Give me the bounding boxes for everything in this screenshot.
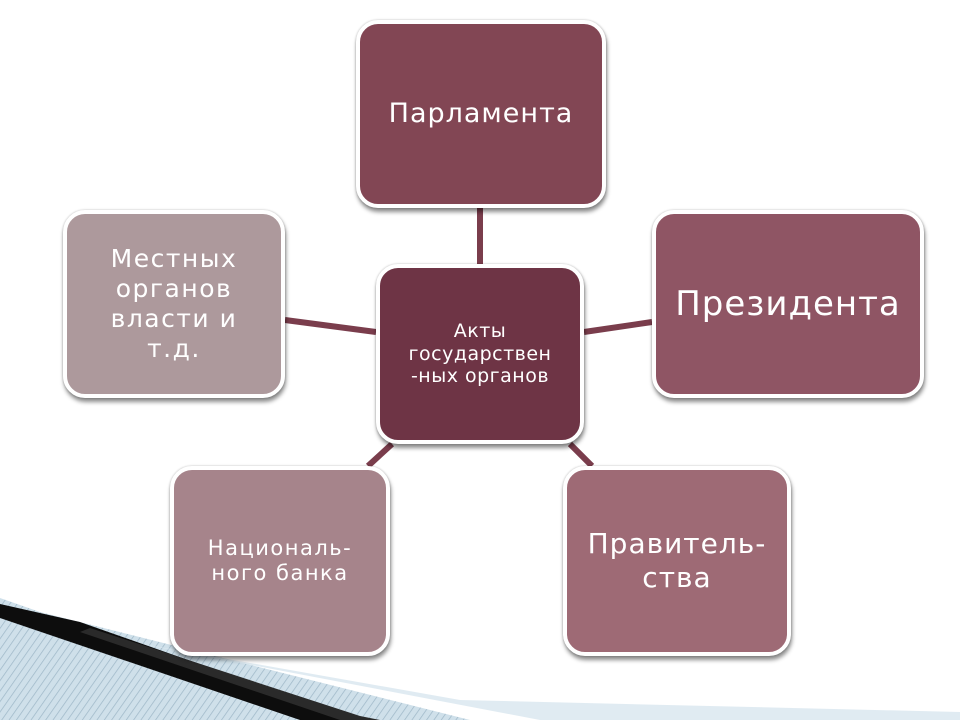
node-president: Президента [652,210,924,398]
node-government-label: Правитель- ства [587,527,767,594]
corner-swoosh-dark-tail [80,628,380,720]
node-parliament-label: Парламента [388,97,574,129]
connector-left [284,317,377,335]
connector-right [583,319,653,335]
corner-swoosh-pale [120,640,960,720]
node-parliament: Парламента [356,20,606,208]
center-node-label: Акты государствен -ных органов [408,319,552,388]
center-node: Акты государствен -ных органов [376,264,584,444]
corner-swoosh-light [0,598,470,720]
node-president-label: Президента [675,283,901,324]
node-local-authorities: Местных органов власти и т.д. [63,210,285,398]
connector-bottom-right [567,441,595,469]
node-local-authorities-label: Местных органов власти и т.д. [110,244,238,363]
node-government: Правитель- ства [563,466,791,656]
node-national-bank: Националь- ного банка [170,466,390,656]
node-national-bank-label: Националь- ного банка [207,535,353,585]
connector-bottom-left [365,441,395,469]
